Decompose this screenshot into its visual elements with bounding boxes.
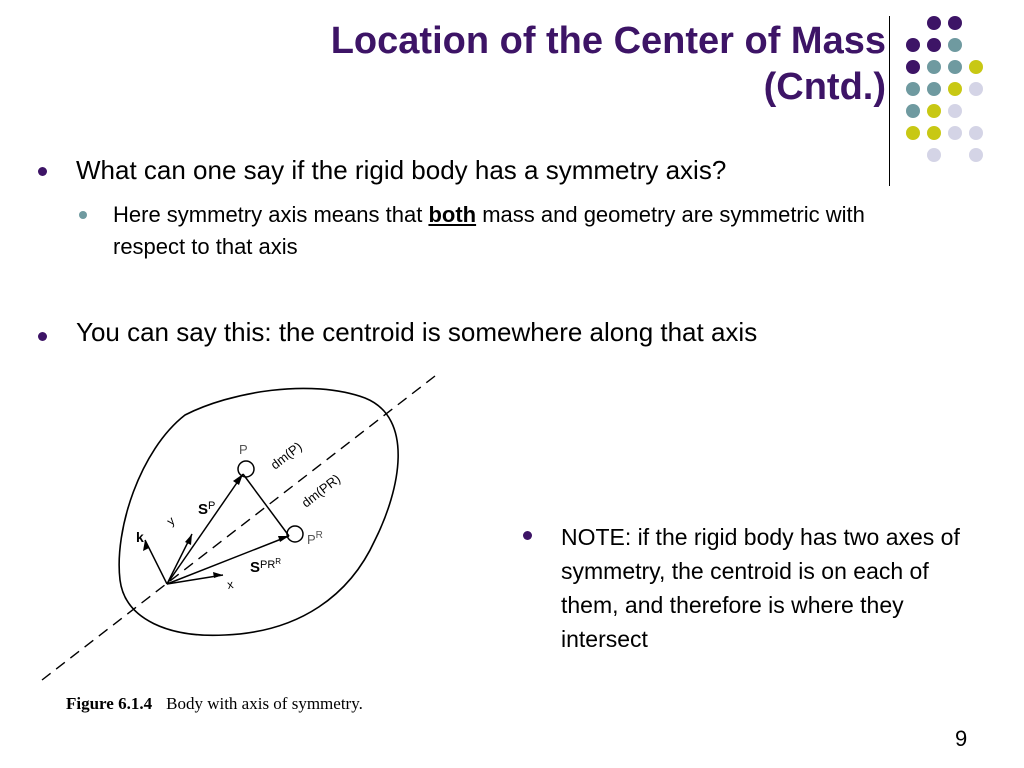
x-axis: [166, 574, 224, 585]
sub-bullet-marker: [79, 211, 87, 219]
bullet-centroid-axis: You can say this: the centroid is somewh…: [76, 317, 758, 347]
arrowhead-x: [213, 572, 223, 578]
decor-dot: [948, 38, 962, 52]
decor-dot: [906, 104, 920, 118]
title-divider: [889, 16, 890, 186]
arrowhead-s-p: [233, 474, 243, 485]
decor-dot: [948, 104, 962, 118]
note-two-axes: NOTE: if the rigid body has two axes of …: [561, 524, 960, 652]
decor-dot: [906, 38, 920, 52]
label-p: P: [239, 442, 248, 457]
label-k: k: [136, 529, 144, 545]
sub-bullet-emphasis: both: [428, 202, 477, 227]
decor-dot: [927, 60, 941, 74]
decorative-dot-grid: [906, 16, 983, 162]
arrowhead-s-pr: [278, 536, 289, 542]
title-line-1: Location of the Center of Mass: [330, 20, 886, 62]
bullet-symmetry-question: What can one say if the rigid body has a…: [76, 155, 727, 185]
decor-dot: [927, 126, 941, 140]
point-p: [237, 460, 255, 478]
symmetry-axis-figure: P dm(P) dm(PR) PR k y x SP SPRR: [41, 375, 436, 681]
caption-label: Figure 6.1.4: [66, 694, 153, 713]
decor-dot: [969, 82, 983, 96]
figure-caption: Figure 6.1.4 Body with axis of symmetry.: [66, 694, 363, 714]
decor-dot: [927, 38, 941, 52]
label-y: y: [164, 514, 178, 529]
point-pr: [286, 525, 304, 543]
bullet-marker: [38, 167, 47, 176]
decor-dot: [948, 82, 962, 96]
decor-dot: [948, 16, 962, 30]
arrowhead-k: [143, 540, 149, 551]
slide-title: Location of the Center of Mass (Cntd.): [186, 18, 886, 110]
title-line-2: (Cntd.): [763, 66, 886, 108]
arrowhead-y: [185, 534, 192, 545]
rigid-body-outline: [118, 387, 399, 637]
decor-dot: [927, 148, 941, 162]
caption-text: Body with axis of symmetry.: [166, 694, 363, 713]
sub-bullet-text-start: Here symmetry axis means that: [113, 202, 429, 227]
label-s-pr: SPRR: [250, 557, 281, 576]
decor-dot: [906, 60, 920, 74]
decor-dot: [948, 60, 962, 74]
decor-dot: [969, 60, 983, 74]
connector-p-pr: [242, 473, 290, 537]
label-dm-p: dm(P): [268, 439, 305, 473]
vector-s-p: [166, 473, 244, 585]
decor-dot: [969, 148, 983, 162]
symmetry-axis-line: [41, 375, 436, 681]
sub-bullet-text-end: mass and geometry are symmetric with res…: [113, 202, 865, 259]
label-pr: PR: [307, 530, 323, 547]
decor-dot: [948, 126, 962, 140]
label-s-p: SP: [198, 500, 215, 518]
decor-dot: [906, 126, 920, 140]
decor-dot: [969, 126, 983, 140]
label-x: x: [226, 577, 234, 592]
bullet-marker: [38, 332, 47, 341]
k-axis: [144, 539, 168, 585]
decor-dot: [927, 82, 941, 96]
page-number: 9: [955, 726, 968, 751]
sub-bullet-definition: Here symmetry axis means that both mass …: [113, 199, 903, 263]
decor-dot: [906, 82, 920, 96]
decor-dot: [927, 104, 941, 118]
decor-dot: [927, 16, 941, 30]
vector-s-pr: [166, 535, 290, 585]
bullet-marker: [523, 531, 532, 540]
